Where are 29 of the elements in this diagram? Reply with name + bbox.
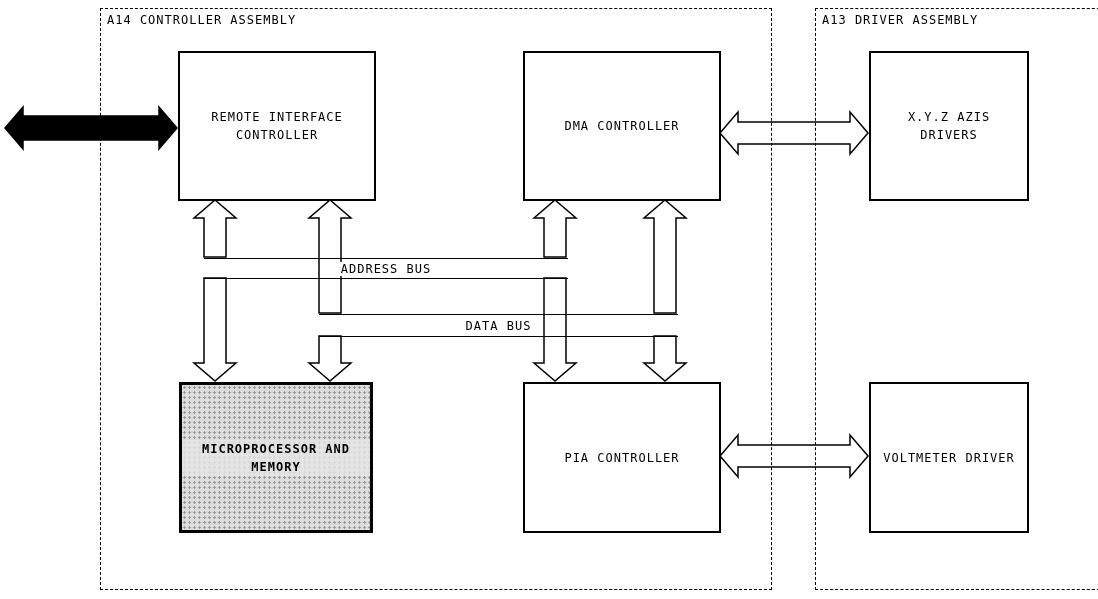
hollow-bus-arrow [191,277,239,382]
block-label: REMOTE INTERFACE CONTROLLER [210,109,344,144]
bus-band [204,258,568,279]
region-title: A14 CONTROLLER ASSEMBLY [107,13,297,27]
bus-arrow [4,104,178,152]
block-box [523,382,721,533]
hollow-bus-arrow [531,199,579,258]
hollow-bus-arrow [306,199,354,314]
hollow-bus-arrow [306,335,354,382]
block-label: PIA CONTROLLER [563,449,681,467]
block-box [869,382,1029,533]
hollow-bus-arrow [719,432,869,480]
hollow-bus-arrow [191,199,239,258]
hollow-bus-arrow [719,109,869,157]
block-label: DMA CONTROLLER [563,118,681,135]
region-title: A13 DRIVER ASSEMBLY [822,13,979,27]
block-label: MICROPROCESSOR AND MEMORY [182,439,370,476]
block-label: X.Y.Z AZIS DRIVERS [906,109,992,144]
bus-band [319,314,678,337]
assembly-region [815,8,1098,590]
hollow-bus-arrow [531,277,579,382]
block-box [869,51,1029,201]
block-box [179,382,373,533]
assembly-region [100,8,772,590]
block-box [178,51,376,201]
hollow-bus-arrow [641,335,689,382]
block-box [523,51,721,201]
hollow-bus-arrow [641,199,689,314]
block-label: VOLTMETER DRIVER [882,449,1016,467]
